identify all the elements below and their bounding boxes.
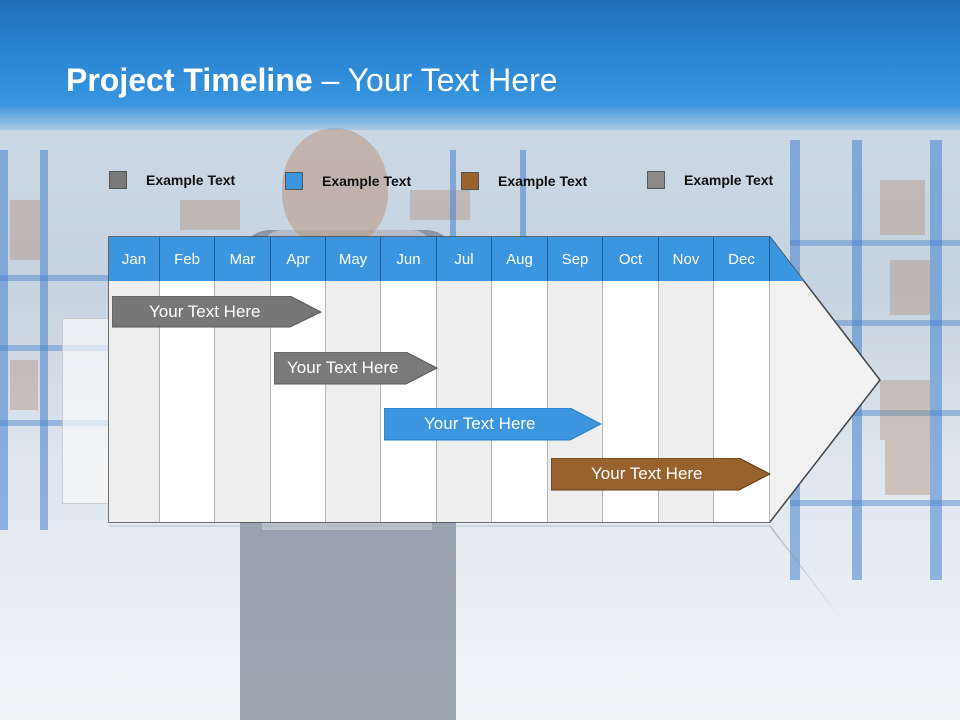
timeline-bar-3[interactable]: Your Text Here [384,408,602,441]
legend-item-4: Example Text [647,171,773,189]
page-title: Project Timeline – Your Text Here [66,62,558,99]
legend-item-1: Example Text [109,171,235,189]
month-header-sep: Sep [548,237,603,281]
month-header-may: May [326,237,381,281]
legend-label-1: Example Text [146,172,236,188]
legend-item-2: Example Text [285,172,411,190]
timeline-bar-1[interactable]: Your Text Here [112,296,322,328]
month-column-may [326,281,381,522]
month-header-aug: Aug [492,237,548,281]
legend-item-3: Example Text [461,172,587,190]
month-column-jul [437,281,492,522]
month-header-apr: Apr [271,237,326,281]
timeline-bar-4[interactable]: Your Text Here [551,458,771,491]
month-header-mar: Mar [215,237,271,281]
legend-swatch-3 [461,172,479,190]
timeline-bar-2[interactable]: Your Text Here [274,352,438,385]
floor [0,520,960,720]
title-bold: Project Timeline [66,62,313,98]
legend-label-4: Example Text [684,172,774,188]
month-header-nov: Nov [659,237,714,281]
legend-swatch-1 [109,171,127,189]
month-column-jun [381,281,437,522]
legend-label-2: Example Text [322,173,412,189]
bar-label-1: Your Text Here [149,302,261,321]
month-header-dec: Dec [714,237,770,281]
month-header-feb: Feb [160,237,215,281]
month-header-jul: Jul [437,237,492,281]
legend-swatch-4 [647,171,665,189]
title-rest: – Your Text Here [312,62,558,98]
legend-swatch-2 [285,172,303,190]
month-header-jun: Jun [381,237,437,281]
bar-label-2: Your Text Here [287,358,399,377]
month-header-jan: Jan [109,237,160,281]
header-band [0,0,960,130]
legend-label-3: Example Text [498,173,588,189]
bar-label-4: Your Text Here [591,464,703,483]
bar-label-3: Your Text Here [424,414,536,433]
month-header-oct: Oct [603,237,659,281]
month-column-aug [492,281,548,522]
